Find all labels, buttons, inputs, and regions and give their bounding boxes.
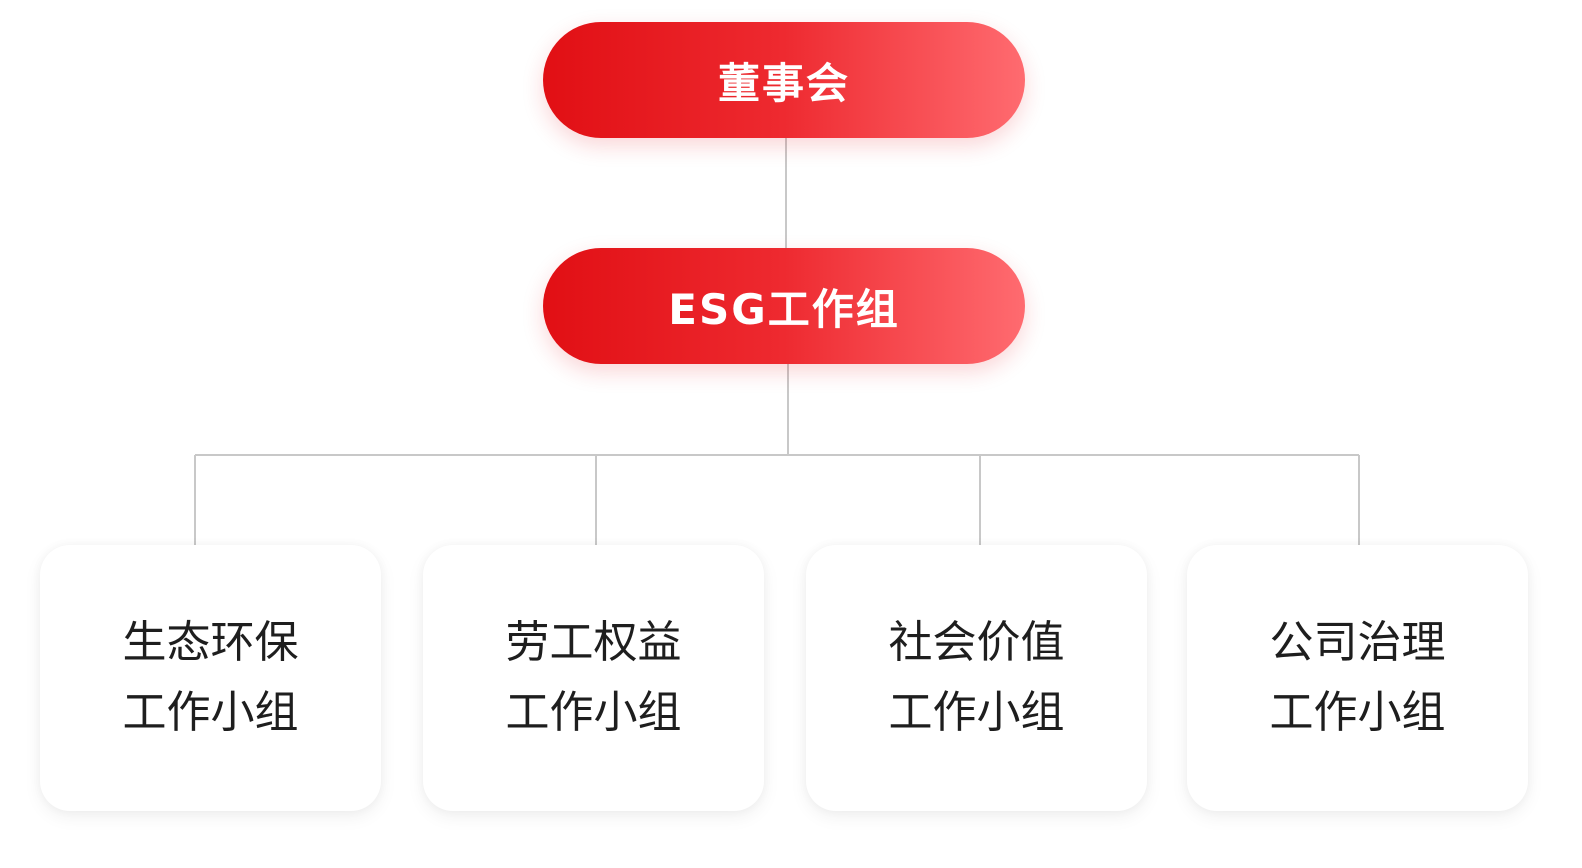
esg-working-group-node: ESG工作组 [543,248,1025,364]
group-card-line2: 工作小组 [1269,687,1446,738]
group-card-labor: 劳工权益 工作小组 [423,545,764,811]
group-card-line2: 工作小组 [505,687,682,738]
group-card-governance: 公司治理 工作小组 [1187,545,1528,811]
group-card-line1: 劳工权益 [505,617,682,668]
group-card-line1: 公司治理 [1269,617,1446,668]
board-node-label: 董事会 [717,58,850,108]
group-card-line1: 生态环保 [122,617,299,668]
group-card-ecology: 生态环保 工作小组 [40,545,381,811]
group-card-social: 社会价值 工作小组 [806,545,1147,811]
group-card-line1: 社会价值 [888,617,1065,668]
board-node: 董事会 [543,22,1025,138]
group-card-line2: 工作小组 [122,687,299,738]
group-card-line2: 工作小组 [888,687,1065,738]
esg-node-label: ESG工作组 [668,284,900,334]
